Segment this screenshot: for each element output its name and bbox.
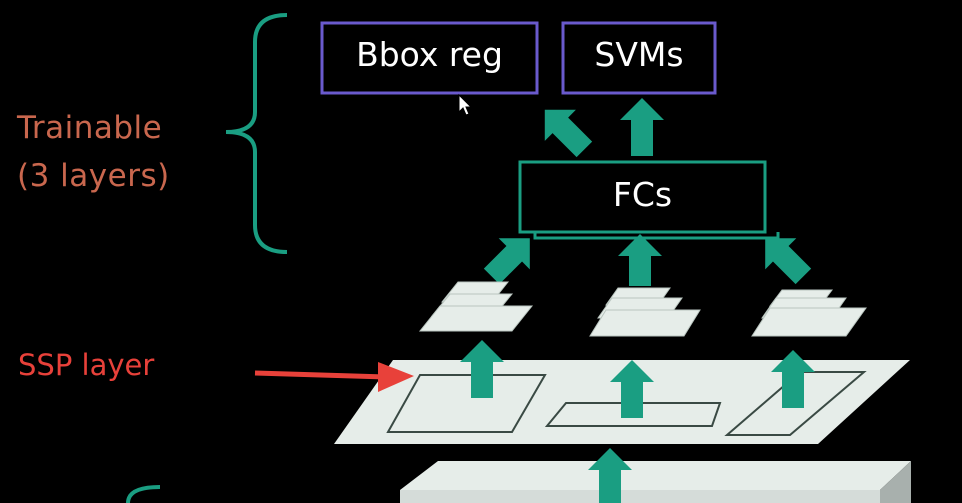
fc-branch-lines	[533, 232, 780, 240]
fcs-label: FCs	[612, 175, 673, 214]
up-arrow-icon	[765, 238, 812, 285]
feature-map-side	[880, 461, 911, 503]
bbox-reg-box	[320, 21, 539, 95]
up-arrow-icon	[460, 340, 504, 398]
trainable-layers-label: (3 layers)	[17, 158, 170, 194]
up-arrow-icon	[588, 448, 632, 503]
region-box-left	[386, 374, 547, 433]
ssp-layer-label: SSP layer	[18, 348, 155, 382]
pooled-features-right	[751, 289, 867, 337]
trainable-label: Trainable	[17, 110, 163, 146]
svms-box	[561, 21, 717, 95]
svms-label: SVMs	[594, 35, 684, 74]
region-box-right	[724, 371, 867, 436]
cursor-pointer-icon	[458, 93, 473, 116]
up-arrow-icon	[618, 234, 662, 286]
up-arrow-icon	[610, 360, 654, 418]
up-arrow-icon	[483, 238, 530, 285]
pooled-features-left	[418, 281, 534, 332]
bbox-reg-label: Bbox reg	[356, 35, 503, 74]
bottom-brace	[126, 485, 161, 503]
red-pointer-arrow-icon	[254, 362, 414, 392]
feature-map-top	[400, 461, 911, 490]
up-arrow-icon	[771, 350, 815, 408]
region-box-middle	[544, 402, 722, 427]
feature-map-front	[400, 490, 880, 503]
up-arrow-icon	[620, 98, 664, 156]
trainable-brace	[225, 13, 288, 254]
pooled-features-middle	[589, 287, 701, 337]
fcs-box	[518, 160, 767, 234]
up-arrow-icon	[544, 109, 593, 158]
